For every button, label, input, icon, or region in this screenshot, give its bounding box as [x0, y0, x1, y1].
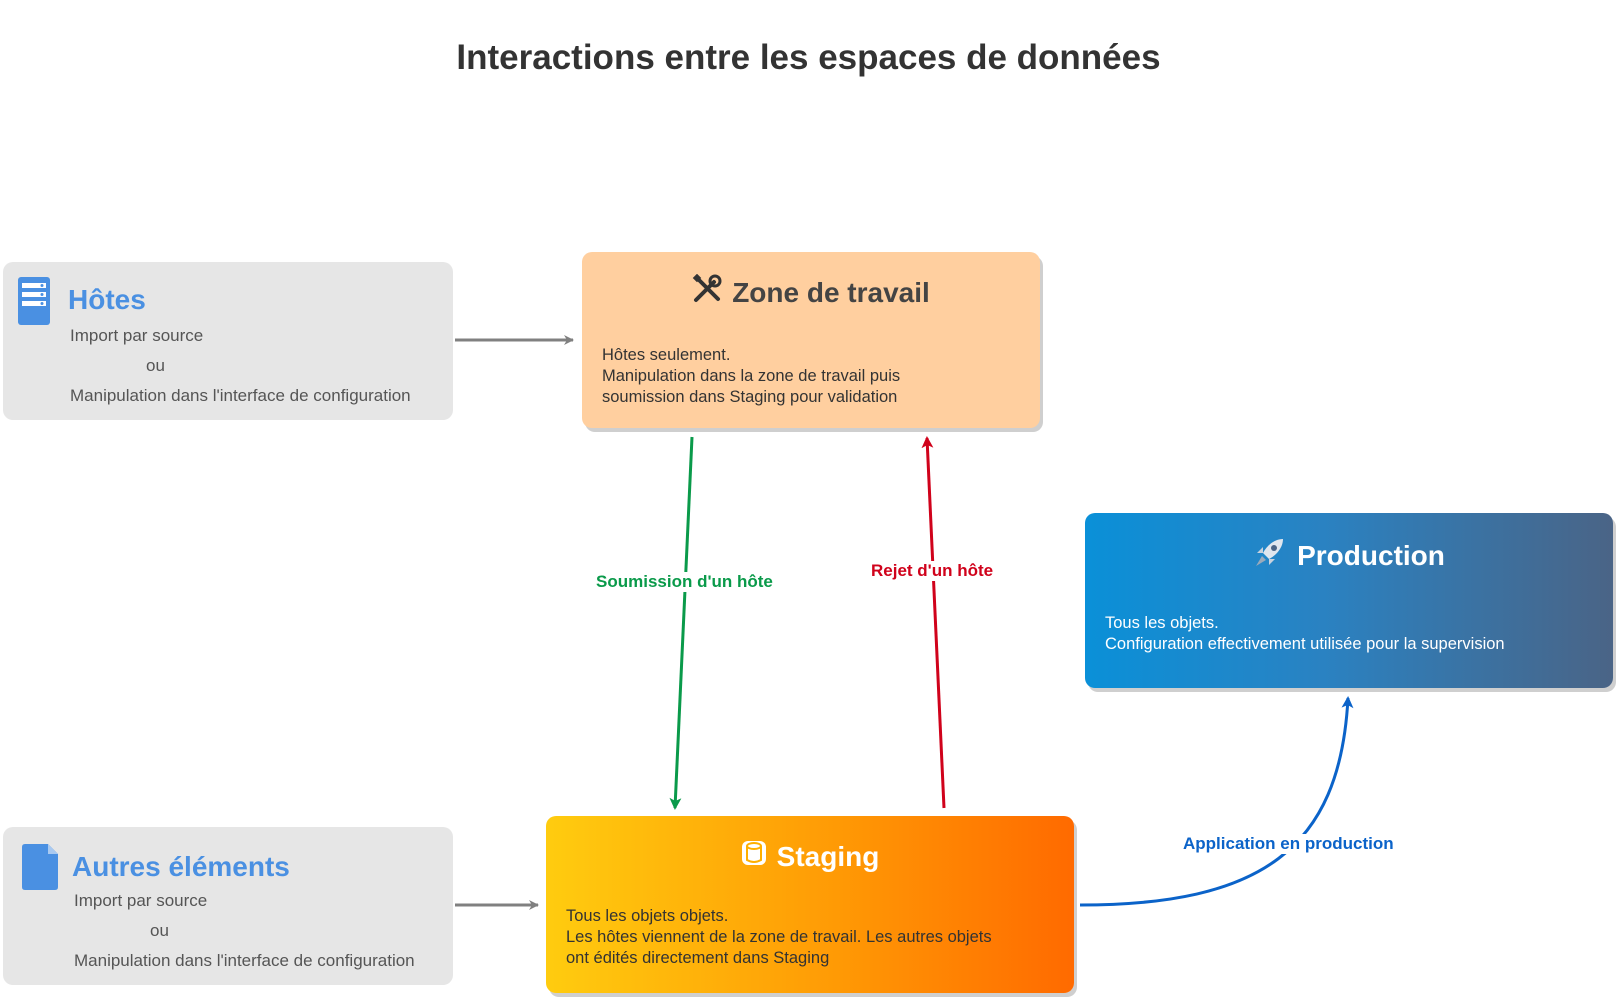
staging-line-3: ont édités directement dans Staging: [566, 949, 830, 967]
arrow-submit-host: [669, 436, 694, 810]
others-source-box: Autres éléments Import par source ou Man…: [3, 827, 453, 985]
staging-line-2: Les hôtes viennent de la zone de travail…: [566, 928, 992, 946]
others-source-line-2: ou: [150, 921, 169, 940]
production-line-1: Tous les objets.: [1105, 614, 1219, 632]
others-source-line-1: Import par source: [74, 891, 208, 910]
hosts-source-line-2: ou: [146, 356, 165, 375]
others-source-line-3: Manipulation dans l'interface de configu…: [74, 951, 415, 970]
page-title: Interactions entre les espaces de donnée…: [456, 38, 1161, 77]
workspace-line-1: Hôtes seulement.: [602, 346, 731, 364]
workspace-card: Zone de travail Hôtes seulement. Manipul…: [582, 252, 1040, 428]
database-icon: [741, 838, 767, 875]
production-line-2: Configuration effectivement utilisée pou…: [1105, 635, 1505, 653]
hosts-source-line-1: Import par source: [70, 326, 204, 345]
document-icon: [22, 844, 58, 895]
reject-host-label: Rejet d'un hôte: [869, 561, 996, 581]
submit-host-label: Soumission d'un hôte: [594, 572, 775, 592]
workspace-line-2: Manipulation dans la zone de travail pui…: [602, 367, 901, 385]
tools-icon: [692, 273, 722, 311]
hosts-source-box: Hôtes Import par source ou Manipulation …: [3, 262, 453, 420]
staging-line-1: Tous les objets objets.: [566, 907, 729, 925]
production-card: Production Tous les objets. Configuratio…: [1085, 513, 1613, 688]
server-icon: [18, 277, 50, 330]
apply-production-label: Application en production: [1181, 834, 1396, 854]
hosts-source-line-3: Manipulation dans l'interface de configu…: [70, 386, 411, 405]
hosts-source-title: Hôtes: [68, 284, 146, 315]
arrow-reject-host: [921, 436, 946, 809]
rocket-icon: [1253, 535, 1287, 576]
staging-title: Staging: [776, 840, 880, 872]
production-title: Production: [1297, 539, 1445, 571]
arrow-apply-production: [1079, 696, 1354, 907]
others-source-title: Autres éléments: [72, 851, 290, 882]
workspace-line-3: soumission dans Staging pour validation: [602, 388, 898, 406]
staging-card: Staging Tous les objets objets. Les hôte…: [546, 816, 1074, 993]
workspace-title: Zone de travail: [732, 276, 930, 308]
